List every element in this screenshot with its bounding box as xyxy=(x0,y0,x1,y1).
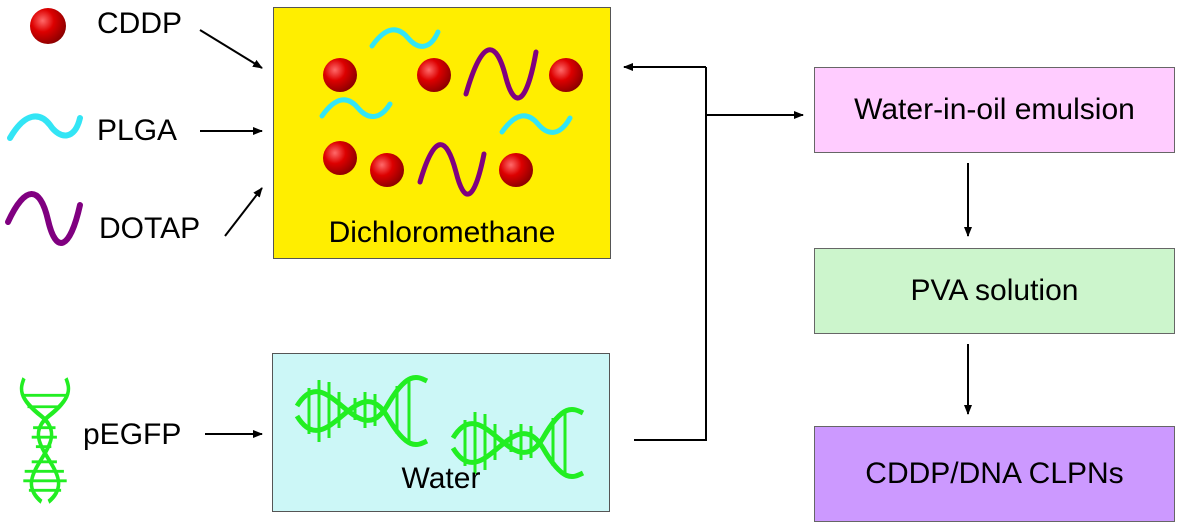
dotap-legend-icon xyxy=(5,191,83,246)
pva-solution-label: PVA solution xyxy=(910,274,1079,307)
emulsion-label: Water-in-oil emulsion xyxy=(854,93,1135,126)
cddp-particle xyxy=(323,58,357,92)
cddp-particle xyxy=(499,153,533,187)
dotap-label: DOTAP xyxy=(99,212,201,245)
water-box: Water xyxy=(272,353,610,512)
clpn-product-label: CDDP/DNA CLPNs xyxy=(865,457,1124,490)
plga-legend-icon xyxy=(7,113,83,141)
dichloromethane-label: Dichloromethane xyxy=(328,216,556,249)
emulsion-box: Water-in-oil emulsion xyxy=(814,67,1175,153)
dotap-strand xyxy=(463,47,539,101)
cddp-legend-icon xyxy=(30,8,66,44)
cddp-particle xyxy=(417,58,451,92)
cddp-particle xyxy=(323,141,357,175)
pva-solution-box: PVA solution xyxy=(814,248,1175,334)
plga-label: PLGA xyxy=(97,114,178,147)
dotap-strand xyxy=(417,142,487,197)
dotap-arrow xyxy=(224,187,263,237)
plga-strand xyxy=(319,97,393,119)
clpn-product-box: CDDP/DNA CLPNs xyxy=(814,426,1175,522)
dichloromethane-box: Dichloromethane xyxy=(273,7,611,259)
dna-strand xyxy=(297,377,427,444)
plga-strand xyxy=(499,113,573,135)
cddp-arrow xyxy=(199,29,263,69)
plga-strand xyxy=(369,27,441,49)
dna-legend-icon xyxy=(22,378,69,502)
pegfp-label: pEGFP xyxy=(83,418,182,451)
water-connector xyxy=(634,67,707,441)
cddp-particle xyxy=(549,58,583,92)
cddp-label: CDDP xyxy=(97,7,183,40)
cddp-particle xyxy=(370,153,404,187)
organic-contents xyxy=(319,27,583,197)
water-label: Water xyxy=(401,462,481,495)
